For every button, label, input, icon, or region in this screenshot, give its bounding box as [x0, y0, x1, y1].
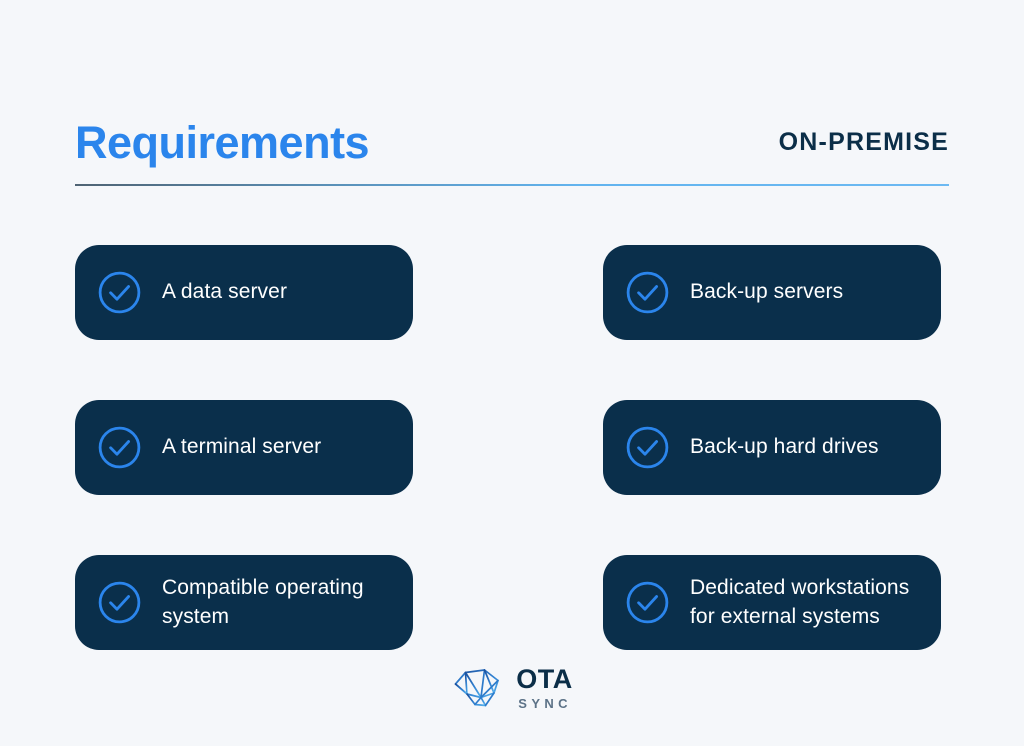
circle-check-icon: [97, 580, 142, 625]
logo-word-sub: SYNC: [518, 696, 572, 711]
slide-header: Requirements ON-PREMISE: [75, 104, 949, 180]
footer-logo: OTA SYNC: [0, 666, 1024, 710]
requirement-card[interactable]: Back-up servers: [603, 245, 941, 340]
requirement-label: A terminal server: [162, 435, 322, 459]
requirement-card[interactable]: Dedicated workstations for external syst…: [603, 555, 941, 650]
logo-word-main: OTA: [516, 664, 573, 694]
header-divider: [75, 184, 949, 186]
requirement-card[interactable]: A data server: [75, 245, 413, 340]
requirement-card[interactable]: Back-up hard drives: [603, 400, 941, 495]
requirement-card[interactable]: Compatible operating system: [75, 555, 413, 650]
requirement-label: Dedicated workstations for external syst…: [690, 575, 910, 628]
requirement-label: Back-up hard drives: [690, 435, 879, 459]
circle-check-icon: [97, 425, 142, 470]
requirement-label: Back-up servers: [690, 280, 844, 304]
circle-check-icon: [625, 580, 670, 625]
circle-check-icon: [625, 425, 670, 470]
requirement-label: A data server: [162, 280, 288, 304]
ota-sync-polygon-logo-icon: [451, 666, 507, 710]
requirements-grid: A data server Back-up servers A terminal…: [75, 245, 949, 650]
logo-wordmark: OTA SYNC: [516, 664, 573, 711]
requirement-label: Compatible operating system: [162, 575, 364, 628]
circle-check-icon: [97, 270, 142, 315]
header-category-label: ON-PREMISE: [778, 127, 949, 156]
circle-check-icon: [625, 270, 670, 315]
page-title: Requirements: [75, 116, 370, 168]
requirement-card[interactable]: A terminal server: [75, 400, 413, 495]
